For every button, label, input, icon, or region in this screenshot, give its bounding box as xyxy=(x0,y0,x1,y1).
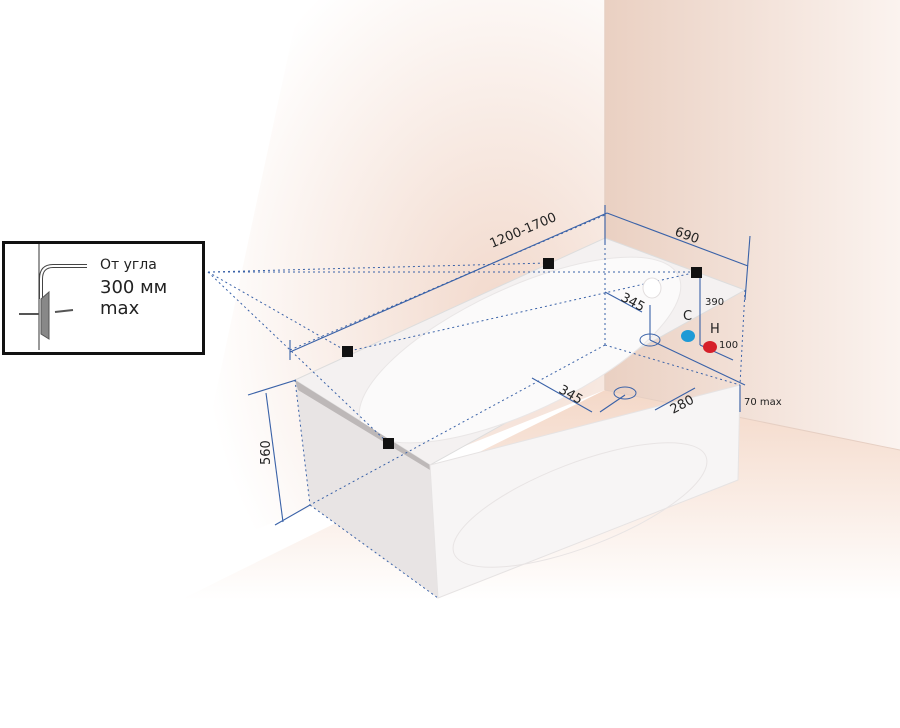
tub-end-panel xyxy=(295,380,438,598)
floor-gap-label: 70 max xyxy=(744,397,782,408)
hot-label: H xyxy=(710,322,720,337)
tap-spacing-label: 100 xyxy=(719,340,738,351)
floor-line xyxy=(604,389,900,451)
hot-water-inlet xyxy=(703,341,717,353)
tub-rim-edge xyxy=(295,380,430,470)
drain-outlet xyxy=(613,386,637,400)
wall-mount-detail-inset: От угла 300 мм max xyxy=(2,241,205,355)
cold-label: C xyxy=(683,309,692,324)
overflow-outlet xyxy=(639,333,661,347)
mount-marker xyxy=(691,267,702,278)
tub-front-panel xyxy=(429,384,741,599)
right-wall xyxy=(605,0,900,450)
mount-marker xyxy=(342,346,353,357)
mount-marker xyxy=(383,438,394,449)
panel-emboss xyxy=(452,442,708,568)
tap-height-label: 390 xyxy=(705,297,724,308)
inset-line-1: От угла xyxy=(100,257,157,273)
height-label: 560 xyxy=(259,440,274,465)
mount-marker xyxy=(543,258,554,269)
overflow-cap xyxy=(642,277,662,299)
inset-line-2: 300 мм max xyxy=(100,277,168,319)
wall-bracket-icon xyxy=(19,244,87,350)
cold-water-inlet xyxy=(681,330,695,342)
